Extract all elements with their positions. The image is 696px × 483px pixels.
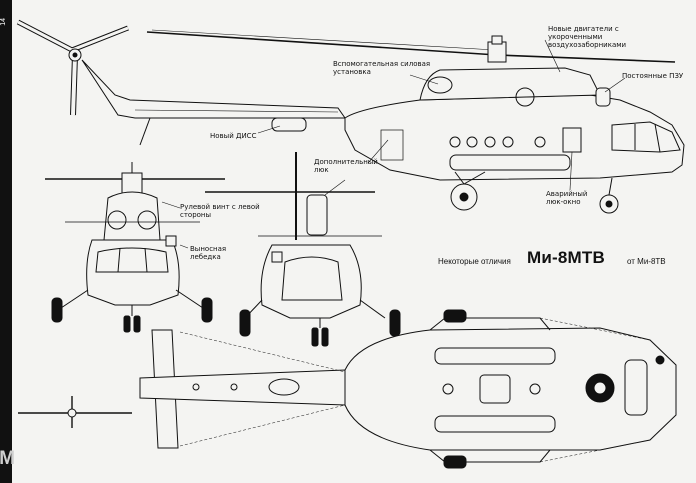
- fuel-tank: [449, 154, 571, 171]
- side-view: [16, 19, 685, 214]
- dust-protection: [595, 87, 611, 107]
- title-suffix: от Ми-8ТВ: [627, 257, 666, 266]
- rear-view: [205, 152, 401, 347]
- tail-rotor-side: [16, 19, 129, 116]
- callout-pzu: Постоянные ПЗУ: [622, 72, 684, 80]
- top-view: [18, 309, 677, 469]
- page-edge-strip: 14: [0, 0, 12, 483]
- main-rotor-blade-right: [496, 54, 676, 63]
- diss-pod: [271, 117, 307, 132]
- additional-hatch: [380, 129, 404, 161]
- left-wheel-rear: [239, 309, 251, 337]
- cockpit-glazing: [611, 121, 681, 153]
- top-right-wheel: [443, 455, 467, 469]
- left-wheel-front: [51, 297, 63, 323]
- title-model: Ми-8МТВ: [527, 248, 605, 267]
- engine-cowling: [419, 67, 601, 101]
- hoist-rear: [271, 251, 283, 263]
- right-wheel-front: [201, 297, 213, 323]
- callout-extra-hatch: Дополнительный люк: [314, 158, 378, 174]
- portholes: [449, 136, 546, 148]
- callout-new-engines: Новые двигатели с укороченными воздухоза…: [548, 25, 627, 49]
- callout-hoist: Выносная лебедка: [190, 245, 227, 261]
- callout-apu: Вспомогательная силовая установка: [333, 60, 431, 76]
- rotor-hub: [487, 41, 507, 63]
- main-rotor-blade-left: [146, 31, 498, 56]
- tail-boom: [81, 59, 346, 119]
- center-hatch-top: [479, 374, 511, 404]
- callout-tail-rotor-left: Рулевой винт с левой стороны: [180, 203, 260, 219]
- callout-diss: Новый ДИСС: [210, 132, 257, 140]
- callout-emergency-hatch: Аварийный люк-окно: [546, 190, 588, 206]
- top-left-wheel: [443, 309, 467, 323]
- front-view: [45, 162, 225, 333]
- title-prefix: Некоторые отличия: [438, 257, 511, 266]
- cockpit-top: [624, 359, 648, 416]
- tail-skid: [139, 117, 151, 146]
- hoist-front: [165, 235, 177, 247]
- right-wheel-rear: [389, 309, 401, 337]
